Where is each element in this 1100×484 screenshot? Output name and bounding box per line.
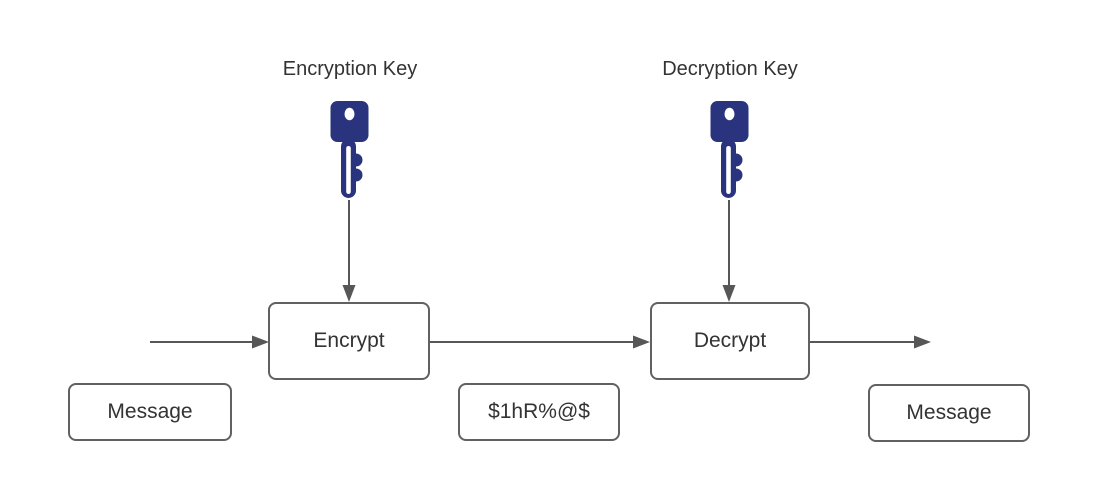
key-icon	[330, 101, 369, 198]
message-out-label: Message	[906, 401, 992, 424]
message-out-box: Message	[868, 384, 1030, 442]
arrowhead-encryption-key-down	[342, 285, 356, 302]
encrypt-box: Encrypt	[268, 302, 430, 380]
key-hole	[344, 107, 355, 121]
encryption-key-icon	[330, 101, 369, 199]
key-icon	[710, 101, 749, 198]
key-slit	[726, 146, 731, 194]
message-in-label: Message	[107, 400, 193, 423]
decrypt-box: Decrypt	[650, 302, 810, 380]
decrypt-box-label: Decrypt	[693, 329, 767, 352]
key-hole	[724, 107, 735, 121]
decryption-key-icon	[710, 101, 749, 199]
key-slit	[346, 146, 351, 194]
ciphertext-box: $1hR%@$	[458, 383, 620, 441]
encryption-key-label: Encryption Key	[282, 58, 418, 80]
arrowhead-into-encrypt	[252, 335, 269, 349]
encrypt-box-label: Encrypt	[313, 329, 385, 352]
decryption-key-label: Decryption Key	[662, 58, 798, 80]
ciphertext-label: $1hR%@$	[488, 400, 590, 423]
arrowhead-out-of-decrypt	[914, 335, 931, 349]
message-in-box: Message	[68, 383, 232, 441]
arrowhead-decryption-key-down	[722, 285, 736, 302]
arrowhead-encrypt-to-decrypt	[633, 335, 650, 349]
